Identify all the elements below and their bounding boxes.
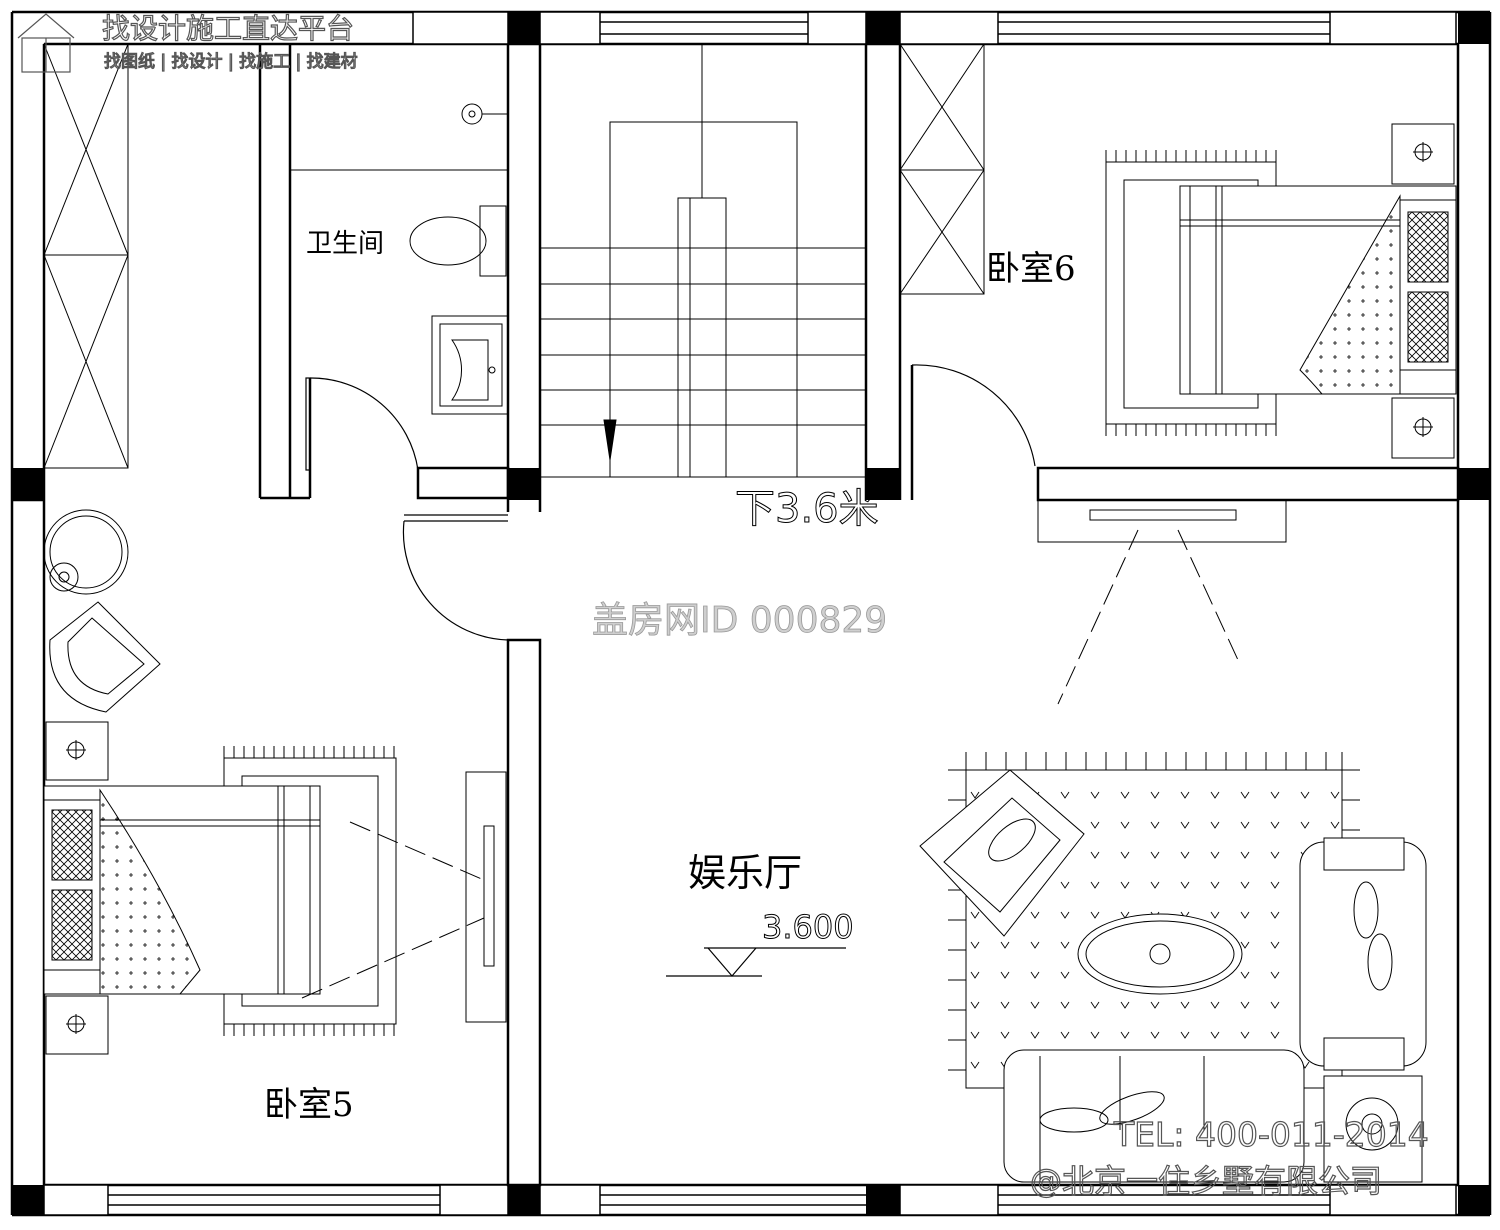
stair-down-label: 下3.6米: [735, 486, 879, 532]
windows-top: [412, 11, 1457, 45]
brand-slogan: 找设计施工直达平台: [102, 12, 354, 45]
elevation-marker: [666, 947, 846, 977]
bedroom6-label: 卧室6: [986, 249, 1076, 289]
tv-bedroom5: [301, 771, 507, 1023]
bathroom-fixtures: [290, 103, 509, 415]
wardrobe-bedroom6: [899, 43, 985, 295]
lounge-chair-bedroom5: [43, 509, 161, 713]
sofa-set: [919, 752, 1427, 1183]
elevation-value: 3.600: [762, 908, 854, 946]
plan-id-watermark: 盖房网ID 000829: [592, 600, 887, 641]
columns: [12, 12, 1490, 1215]
brand-links: 找图纸 | 找设计 | 找施工 | 找建材: [104, 52, 358, 72]
staircase: [540, 44, 866, 478]
windows-bottom: [43, 1184, 1457, 1216]
bathroom-label: 卫生间: [306, 229, 384, 259]
entertainment-label: 娱乐厅: [688, 851, 802, 895]
doors: [305, 364, 1036, 641]
tv-cabinet: [1037, 499, 1287, 705]
bed-bedroom5: [43, 721, 397, 1055]
phone-watermark: TEL: 400-011-2014: [1113, 1115, 1429, 1154]
wardrobe-left: [43, 43, 129, 469]
bedroom5-label: 卧室5: [264, 1085, 354, 1125]
brand-logo: [17, 13, 75, 73]
bed-bedroom6: [1105, 123, 1457, 459]
company-watermark: @北京一住乡墅有限公司: [1030, 1162, 1382, 1200]
